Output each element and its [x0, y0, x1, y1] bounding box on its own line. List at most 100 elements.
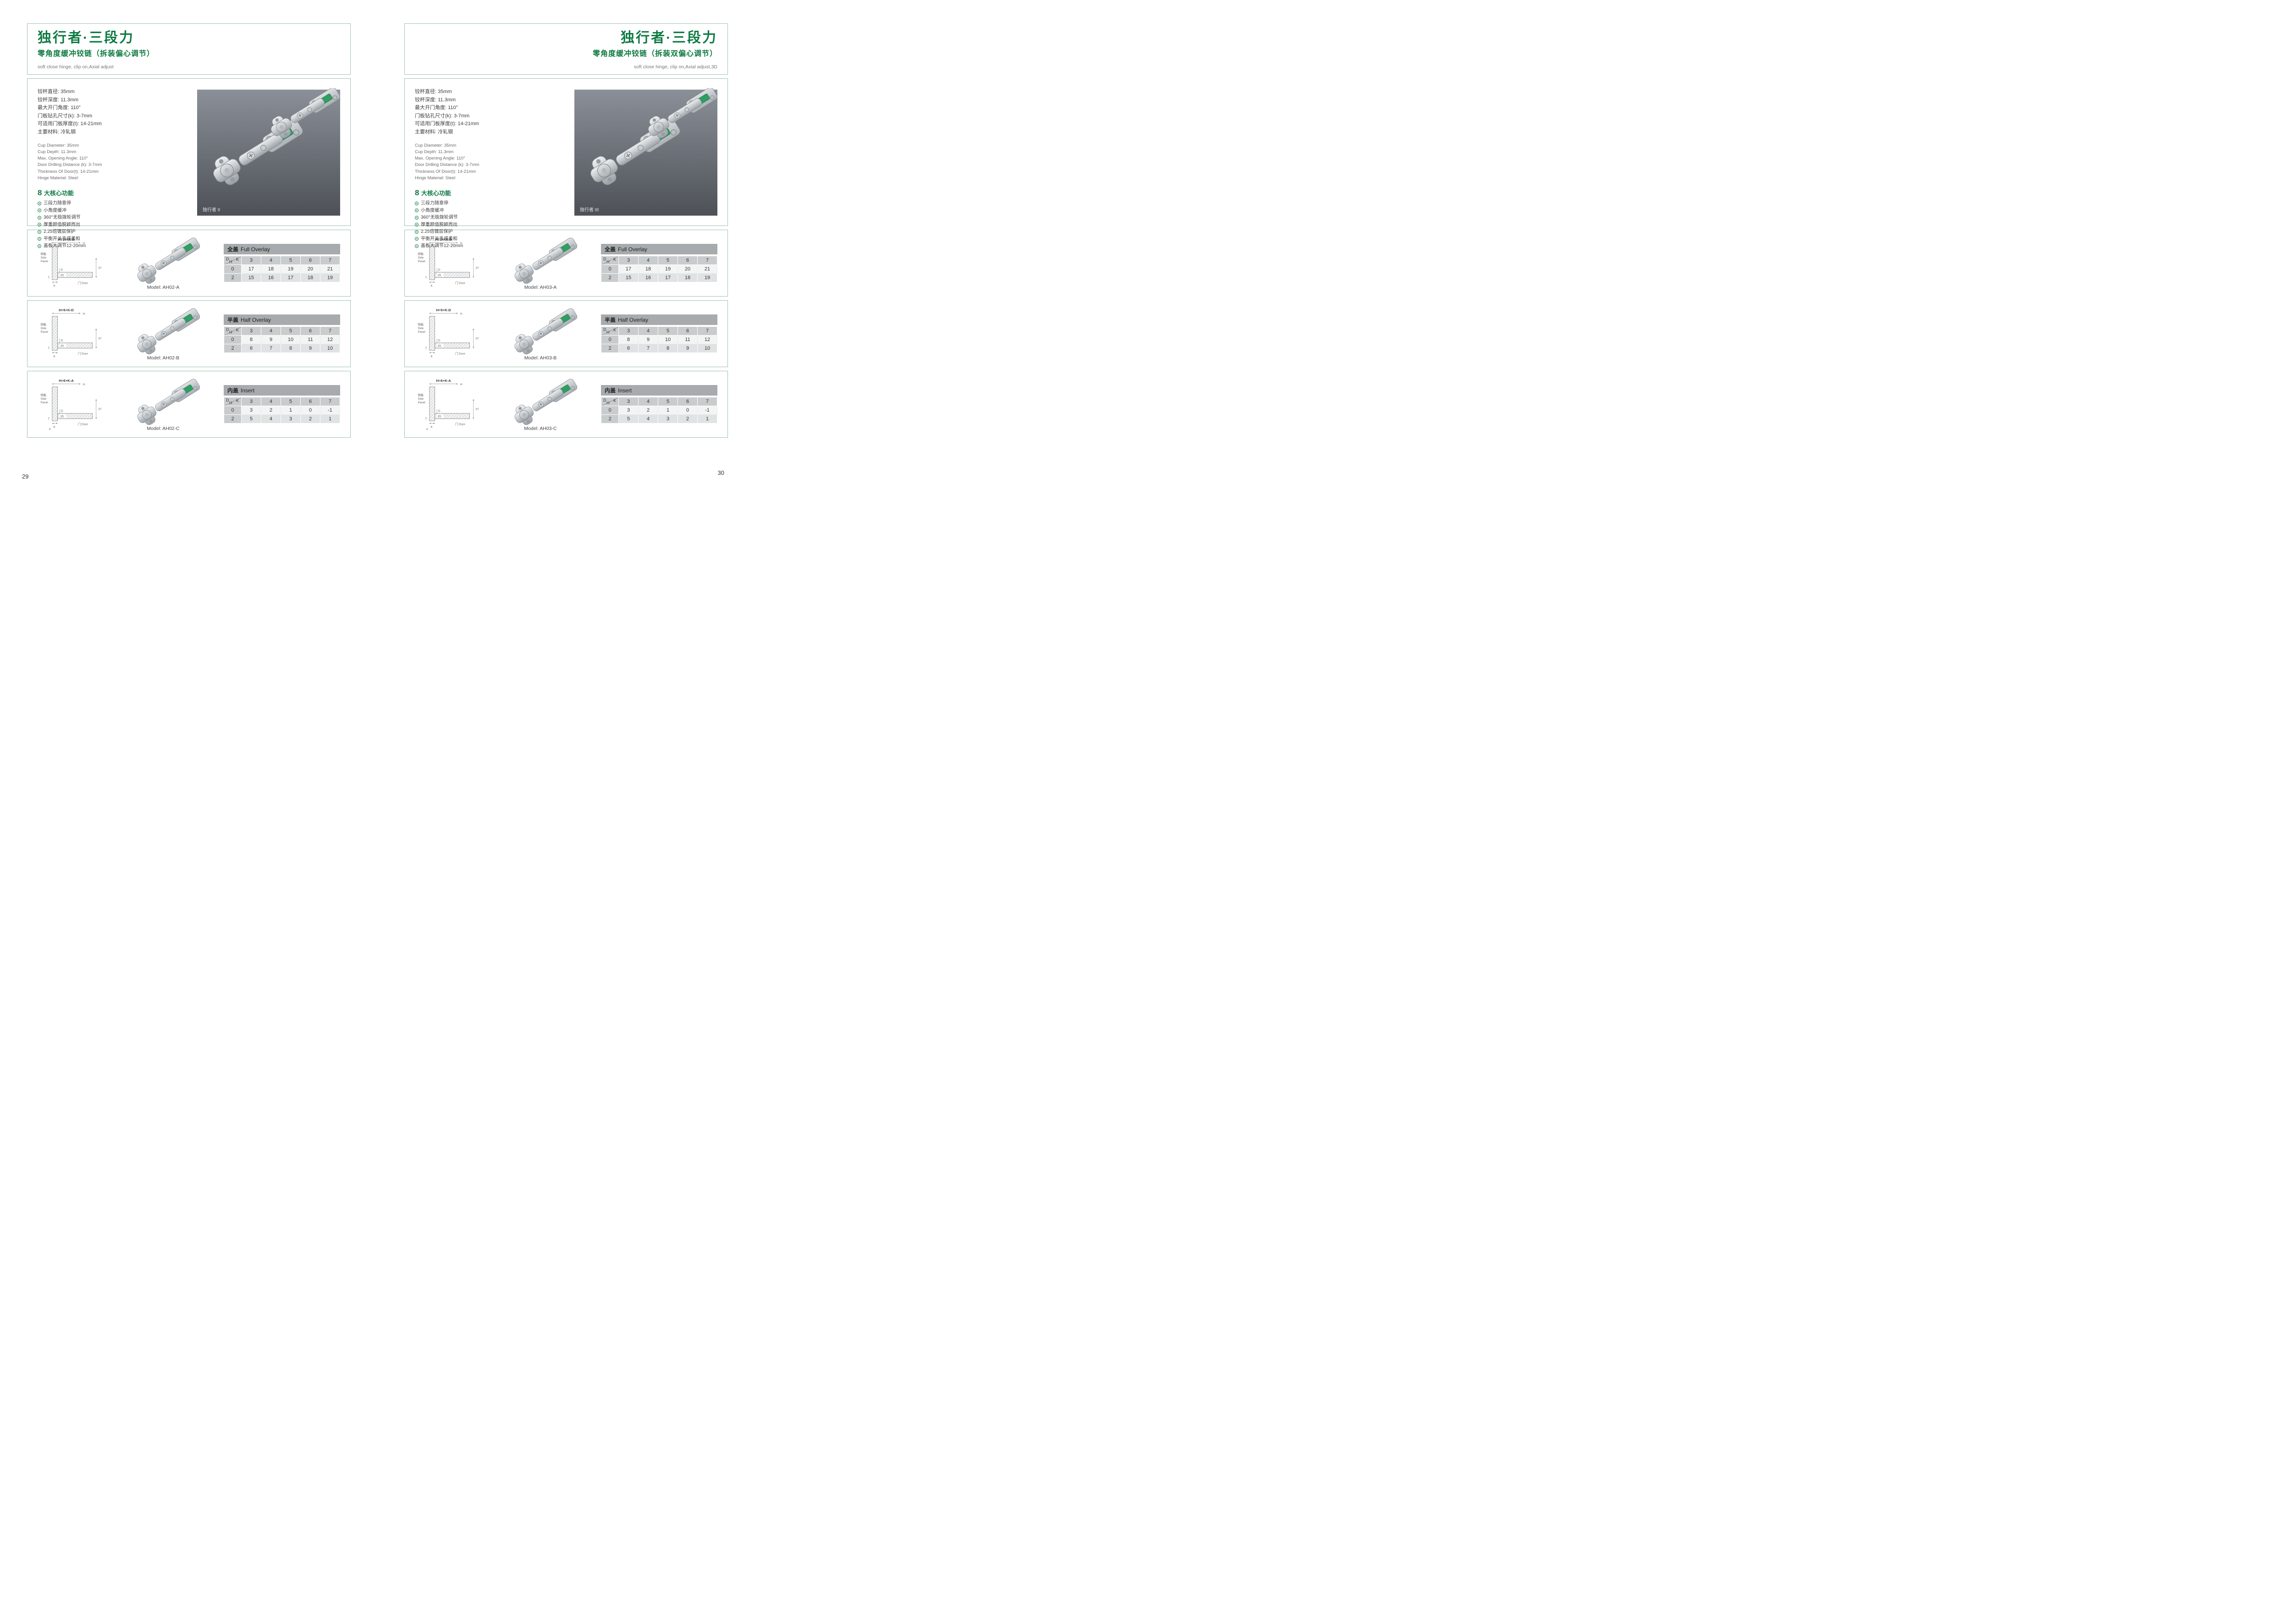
- spec-line: Max. Opening Angle: 110°: [415, 156, 465, 161]
- d-row-label: 0: [601, 406, 619, 415]
- k-header-cell: 4: [261, 256, 281, 265]
- feature-bullet-icon: [38, 215, 41, 220]
- feature-text: 三段力随意停: [44, 201, 71, 206]
- svg-text:侧板: 侧板: [418, 393, 424, 397]
- table-title-cn: 半盖: [605, 317, 616, 323]
- h-value-cell: 10: [697, 344, 717, 353]
- page-subtitle: 零角度缓冲铰链（拆装偏心调节）: [38, 50, 155, 58]
- model-section-ah02-a: H=14+K-D H 侧板 Side Panel 37 D 35 K 1 门 D…: [27, 230, 351, 297]
- svg-text:Panel: Panel: [418, 401, 425, 404]
- h-value-cell: 7: [261, 344, 281, 353]
- h-value-cell: 19: [697, 273, 717, 282]
- feature-item: 2.25倍镀层保护: [415, 228, 717, 236]
- svg-text:D: D: [61, 339, 63, 342]
- model-name: Model: AH02-B: [147, 355, 180, 361]
- k-header-cell: 3: [241, 256, 261, 265]
- h-value-cell: 2: [300, 414, 320, 424]
- h-value-cell: 9: [261, 335, 281, 344]
- svg-text:A: A: [426, 428, 429, 431]
- spec-line: 铰杯直径: 35mm: [415, 89, 452, 94]
- page-title: 独行者·三段力: [621, 30, 717, 45]
- k-header-cell: 4: [261, 326, 281, 336]
- svg-text:1: 1: [425, 417, 427, 420]
- h-value-cell: 8: [241, 335, 261, 344]
- svg-text:D: D: [438, 409, 441, 413]
- hinge-illustration: [116, 307, 210, 355]
- feature-item: 360°无极拨轮调节: [38, 214, 340, 221]
- svg-text:D: D: [61, 409, 63, 413]
- d-row-label: 0: [224, 406, 242, 415]
- k-header-cell: 6: [300, 397, 320, 406]
- svg-text:Panel: Panel: [40, 330, 48, 334]
- model-section-ah03-a: H=14+K-D H 侧板 Side Panel 37 D 35 K 1 门 D…: [404, 230, 728, 297]
- k-header-cell: 6: [300, 256, 320, 265]
- features-list: 三段力随意停 小角度缓冲 360°无极拨轮调节: [415, 200, 717, 250]
- features-count: 8: [415, 188, 419, 198]
- svg-text:35: 35: [438, 274, 441, 277]
- h-value-cell: 12: [697, 335, 717, 344]
- k-header-cell: 3: [241, 326, 261, 336]
- k-header-cell: 7: [697, 397, 717, 406]
- svg-text:Side: Side: [418, 327, 424, 330]
- feature-item: 2.25倍镀层保护: [38, 228, 340, 236]
- h-value-cell: 4: [638, 414, 658, 424]
- h-value-cell: 18: [300, 273, 320, 282]
- svg-text:37: 37: [475, 408, 479, 411]
- k-header-cell: 6: [678, 256, 698, 265]
- svg-text:37: 37: [98, 267, 102, 270]
- h-value-cell: 4: [261, 414, 281, 424]
- svg-text:K: K: [431, 426, 433, 429]
- spec-line: 主要材料: 冷轧钢: [415, 129, 453, 135]
- features-list: 三段力随意停 小角度缓冲 360°无极拨轮调节: [38, 200, 340, 250]
- svg-text:35: 35: [438, 345, 441, 348]
- spec-line: Thickness Of Door(t): 14-21mm: [38, 169, 99, 174]
- h-value-cell: 19: [658, 264, 678, 274]
- h-value-cell: 17: [241, 264, 261, 274]
- spec-line: 可适用门板厚度(t): 14-21mm: [38, 121, 102, 127]
- spec-line: 主要材料: 冷轧钢: [38, 129, 76, 135]
- h-value-cell: 6: [618, 344, 639, 353]
- page-subtitle-en: soft close hinge, clip on,Axial adjust: [38, 64, 114, 70]
- features-count: 8: [38, 188, 42, 198]
- model-name: Model: AH03-C: [524, 425, 557, 431]
- k-header-cell: 6: [300, 326, 320, 336]
- h-value-cell: 20: [300, 264, 320, 274]
- feature-item: 小角度缓冲: [415, 207, 717, 215]
- table-title-cn: 全盖: [227, 246, 239, 253]
- page-subtitle: 零角度缓冲铰链（拆装双偏心调节）: [592, 50, 717, 58]
- k-header-cell: 7: [697, 326, 717, 336]
- svg-text:37: 37: [98, 408, 102, 411]
- k-header-cell: 7: [697, 256, 717, 265]
- feature-bullet-icon: [415, 223, 419, 227]
- h-value-cell: 16: [638, 273, 658, 282]
- spec-line: Cup Depth: 11.3mm: [38, 149, 77, 154]
- spec-line: Hinge Material: Steel: [415, 175, 456, 181]
- page-30: 独行者·三段力 零角度缓冲铰链（拆装双偏心调节） soft close hing…: [404, 23, 728, 438]
- k-header-cell: 5: [281, 256, 301, 265]
- installation-diagram: H=6+K-A H 侧板 Side Panel 37 D 35 K 1 门 Do…: [418, 379, 479, 431]
- d-row-label: 2: [224, 414, 242, 424]
- svg-text:D: D: [438, 268, 441, 271]
- h-value-cell: 10: [281, 335, 301, 344]
- svg-text:D: D: [438, 339, 441, 342]
- svg-text:H: H: [83, 242, 85, 245]
- table-title-cn: 内盖: [605, 387, 616, 394]
- feature-bullet-icon: [415, 201, 419, 205]
- feature-item: 平衡开关手感柔和: [415, 236, 717, 243]
- feature-bullet-icon: [415, 209, 419, 213]
- product-photo-image: [197, 88, 340, 216]
- h-value-cell: 10: [658, 335, 678, 344]
- h-value-cell: 12: [320, 335, 340, 344]
- k-header-cell: 5: [658, 397, 678, 406]
- h-value-cell: 1: [281, 406, 301, 415]
- spec-line: 门板钻孔尺寸(k): 3-7mm: [38, 113, 93, 119]
- table-title-en: Full Overlay: [618, 246, 648, 253]
- spec-line: 门板钻孔尺寸(k): 3-7mm: [415, 113, 470, 119]
- h-value-cell: 17: [618, 264, 639, 274]
- svg-text:Side: Side: [40, 256, 46, 259]
